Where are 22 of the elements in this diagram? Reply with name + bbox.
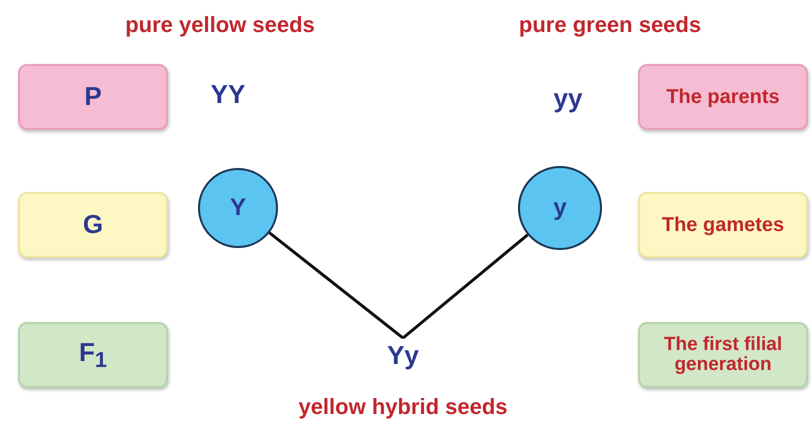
box-label: The first filial generation (662, 335, 784, 375)
connector-line (268, 232, 404, 340)
label-box (18, 192, 168, 258)
connector-line (402, 234, 529, 340)
seed-description: pure green seeds (518, 12, 702, 38)
genotype-label: YY (210, 81, 246, 109)
box-label: F$_{1}$ (79, 338, 107, 372)
box-label: The gametes (662, 214, 784, 236)
gamete-label: Y (230, 195, 246, 221)
genotype-label: yy (554, 85, 582, 113)
box-label: G (82, 211, 104, 239)
label-box (638, 192, 808, 258)
box-label: The parents (666, 86, 780, 108)
label-box (638, 322, 808, 388)
genotype-label: Yy (387, 342, 419, 370)
gamete-label: y (553, 195, 567, 221)
seed-description: yellow hybrid seeds (298, 394, 508, 420)
seed-description: pure yellow seeds (125, 12, 315, 38)
label-box (638, 64, 808, 130)
box-label: P (84, 83, 102, 111)
label-box (18, 64, 168, 130)
label-box (18, 322, 168, 388)
